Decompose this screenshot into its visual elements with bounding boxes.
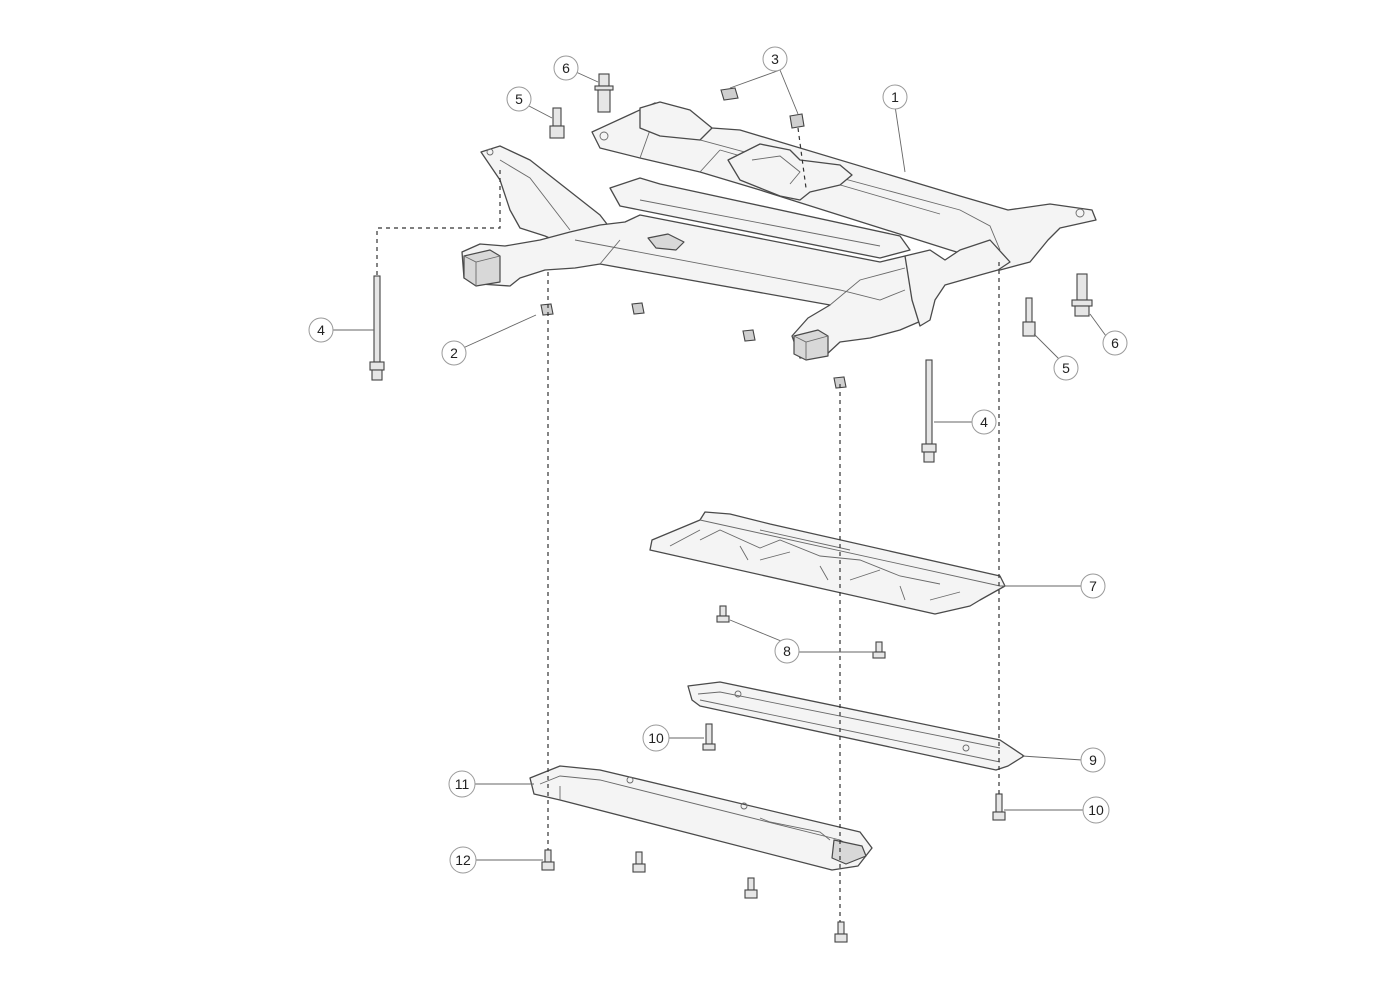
- svg-text:10: 10: [648, 730, 664, 746]
- bolt-5-right: [1022, 297, 1036, 337]
- nut-3a: [720, 87, 739, 101]
- svg-text:12: 12: [455, 852, 471, 868]
- reinforcement-plate-7: [649, 511, 1006, 615]
- callout-9: 9: [1080, 747, 1106, 773]
- callout-1: 1: [882, 84, 908, 110]
- callout-6-right: 6: [1102, 330, 1128, 356]
- long-bolt-4-left: [369, 275, 385, 381]
- bolts-12: [541, 849, 848, 943]
- svg-text:3: 3: [771, 51, 779, 67]
- flange-bolt-6-left: [594, 73, 614, 113]
- long-bolt-4-right: [921, 359, 937, 463]
- cover-panel-9: [687, 681, 1025, 771]
- skid-guard-11: [529, 765, 873, 871]
- alignment-lines: [376, 170, 1000, 922]
- svg-text:6: 6: [562, 60, 570, 76]
- callout-6-left: 6: [553, 55, 579, 81]
- callout-12: 12: [449, 846, 477, 874]
- bolt-5-left: [549, 107, 565, 139]
- nut-3b: [789, 113, 805, 129]
- svg-text:10: 10: [1088, 802, 1104, 818]
- bolts-8: [716, 605, 886, 659]
- callout-7: 7: [1080, 573, 1106, 599]
- svg-text:1: 1: [891, 89, 899, 105]
- callout-5-left: 5: [506, 86, 532, 112]
- flange-bolt-6-right: [1071, 273, 1093, 317]
- callout-10-left: 10: [642, 724, 670, 752]
- callout-2: 2: [441, 340, 467, 366]
- subframe: [461, 101, 1097, 361]
- callout-8: 8: [774, 638, 800, 664]
- callout-11: 11: [448, 770, 476, 798]
- svg-text:7: 7: [1089, 578, 1097, 594]
- callout-5-right: 5: [1053, 355, 1079, 381]
- bolt-10-right: [992, 793, 1006, 821]
- nuts-2: [540, 302, 847, 389]
- svg-text:5: 5: [1062, 360, 1070, 376]
- svg-text:9: 9: [1089, 752, 1097, 768]
- callout-10-right: 10: [1082, 796, 1110, 824]
- bolt-10-left: [702, 723, 716, 751]
- dashed-line-3: [797, 127, 807, 189]
- svg-text:6: 6: [1111, 335, 1119, 351]
- callout-4-left: 4: [308, 317, 334, 343]
- callout-4-right: 4: [971, 409, 997, 435]
- leader-lines: [333, 69, 1107, 861]
- svg-text:5: 5: [515, 91, 523, 107]
- svg-text:4: 4: [317, 322, 325, 338]
- svg-text:4: 4: [980, 414, 988, 430]
- callout-3: 3: [762, 46, 788, 72]
- svg-text:8: 8: [783, 643, 791, 659]
- svg-text:2: 2: [450, 345, 458, 361]
- svg-text:11: 11: [455, 776, 470, 792]
